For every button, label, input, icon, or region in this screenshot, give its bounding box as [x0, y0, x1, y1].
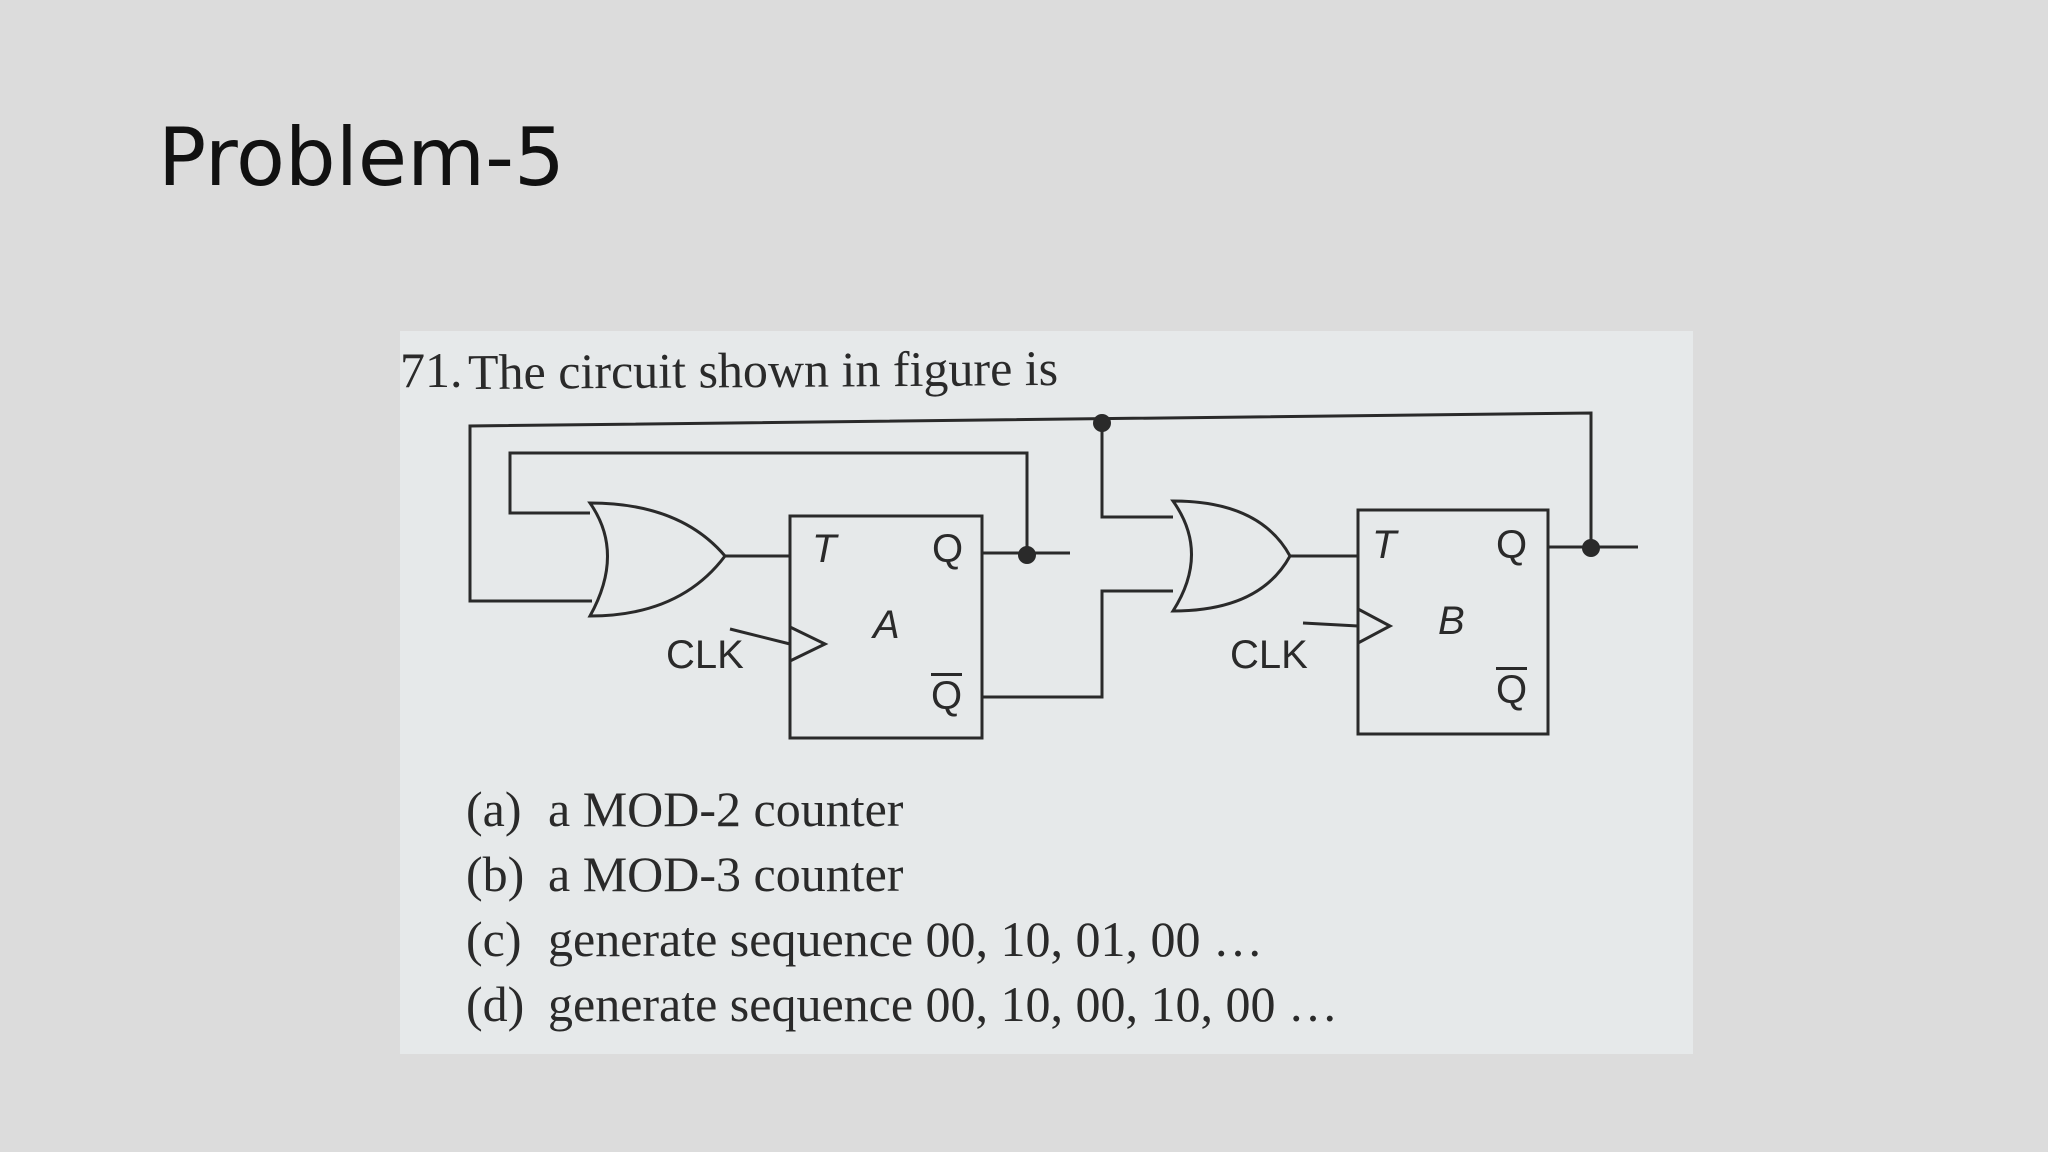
wire-a-qbar — [982, 589, 1173, 699]
option-text: generate sequence 00, 10, 00, 10, 00 … — [548, 976, 1339, 1032]
ff-b-q-label: Q — [1496, 523, 1528, 567]
ff-a-q-label: Q — [932, 527, 964, 571]
option-a: (a) a MOD-2 counter — [466, 777, 1338, 842]
junction-dot-top — [1093, 414, 1111, 432]
option-d: (d) generate sequence 00, 10, 00, 10, 00 … — [466, 972, 1338, 1037]
options-list: (a) a MOD-2 counter (b) a MOD-3 counter (c… — [466, 777, 1338, 1037]
or-gate-2 — [1170, 499, 1292, 613]
question-number: 71. — [400, 342, 463, 398]
ff-b-qbar-label: Q — [1496, 667, 1528, 712]
junction-dot-a — [1018, 546, 1036, 564]
option-label: (c) — [466, 911, 522, 967]
question-photo: 71. The circuit shown in figure is — [400, 331, 1693, 1054]
option-text: a MOD-3 counter — [548, 846, 904, 902]
option-label: (a) — [466, 781, 522, 837]
circuit-diagram — [468, 411, 1638, 740]
clk-label-b: CLK — [1230, 633, 1308, 677]
option-label: (b) — [466, 846, 525, 902]
option-c: (c) generate sequence 00, 10, 01, 00 … — [466, 907, 1338, 972]
option-text: a MOD-2 counter — [548, 781, 904, 837]
option-label: (d) — [466, 976, 525, 1032]
ff-a-qbar-label: Q — [931, 673, 963, 718]
junction-dot-b — [1582, 539, 1600, 557]
or-gate-1 — [587, 501, 727, 618]
wire-feedback-outer — [468, 411, 1593, 603]
option-b: (b) a MOD-3 counter — [466, 842, 1338, 907]
clk-label-a: CLK — [666, 633, 744, 677]
wire-feedback-inner — [508, 451, 1029, 553]
flipflop-b — [1356, 508, 1550, 736]
ff-a-name: A — [873, 603, 900, 647]
ff-a-t-label: T — [812, 527, 837, 571]
option-text: generate sequence 00, 10, 01, 00 … — [548, 911, 1264, 967]
slide-title: Problem-5 — [158, 111, 565, 204]
ff-b-name: B — [1438, 599, 1465, 643]
ff-b-t-label: T — [1372, 523, 1397, 567]
